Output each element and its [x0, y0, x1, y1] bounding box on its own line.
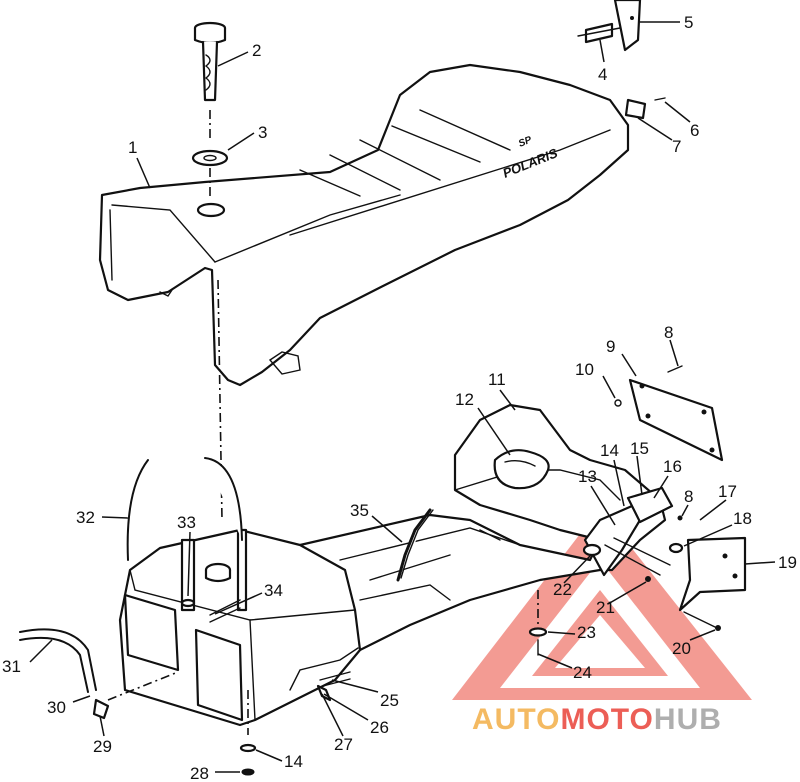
callout-23: 23 — [577, 623, 596, 642]
callout-12: 12 — [455, 390, 474, 409]
fuel-tank — [118, 528, 362, 776]
callout-3: 3 — [258, 123, 267, 142]
callout-8: 8 — [664, 323, 673, 342]
chassis-tunnel — [288, 403, 684, 692]
watermark-auto: AUTO — [472, 703, 560, 736]
seat-model-text: SP — [517, 134, 534, 149]
callout-11: 11 — [488, 370, 506, 389]
callout-25: 25 — [380, 691, 399, 710]
callout-35: 35 — [350, 501, 369, 520]
fuel-line — [19, 628, 179, 720]
callout-32: 32 — [76, 508, 95, 527]
callout-5: 5 — [684, 13, 693, 32]
callout-15: 15 — [630, 439, 649, 458]
callout-leaders — [29, 21, 776, 773]
callout-24: 24 — [573, 663, 592, 682]
callout-18: 18 — [733, 509, 752, 528]
wiring-harness — [396, 508, 434, 582]
svg-text:AUTOMOTOHUB: AUTOMOTOHUB — [472, 703, 722, 736]
callout-22: 22 — [553, 580, 572, 599]
callout-16: 16 — [663, 457, 682, 476]
callout-13: 13 — [578, 467, 597, 486]
watermark-hub: HUB — [654, 703, 722, 736]
callout-2: 2 — [252, 41, 261, 60]
watermark-moto: MOTO — [560, 703, 653, 736]
plate-bracket — [614, 365, 724, 462]
callout-4: 4 — [598, 65, 607, 84]
callout-9: 9 — [606, 337, 615, 356]
callout-28: 28 — [190, 764, 209, 782]
callout-31: 31 — [2, 657, 21, 676]
callout-7: 7 — [672, 137, 681, 156]
callout-labels: 1 2 3 4 5 6 7 8 9 10 11 12 13 14 15 16 8… — [2, 13, 797, 782]
watermark-text: AUTOMOTOHUB — [472, 703, 722, 736]
callout-33: 33 — [177, 513, 196, 532]
vent-line — [126, 457, 243, 561]
callout-14-lower: 14 — [284, 752, 303, 771]
seat-assembly: POLARIS SP — [98, 63, 630, 387]
callout-17: 17 — [718, 482, 737, 501]
fuel-cap — [191, 21, 229, 521]
callout-26: 26 — [370, 718, 389, 737]
callout-8-lower: 8 — [684, 487, 693, 506]
callout-19: 19 — [778, 553, 797, 572]
callout-10: 10 — [575, 360, 594, 379]
callout-27: 27 — [334, 735, 353, 754]
callout-34: 34 — [264, 581, 283, 600]
callout-1: 1 — [128, 138, 137, 157]
callout-14-upper: 14 — [600, 441, 619, 460]
decal-bracket — [577, 0, 666, 120]
callout-29: 29 — [93, 737, 112, 756]
callout-20: 20 — [672, 639, 691, 658]
callout-30: 30 — [47, 698, 66, 717]
callout-6: 6 — [690, 121, 699, 140]
watermark-logo — [452, 508, 752, 700]
callout-21: 21 — [596, 598, 615, 617]
